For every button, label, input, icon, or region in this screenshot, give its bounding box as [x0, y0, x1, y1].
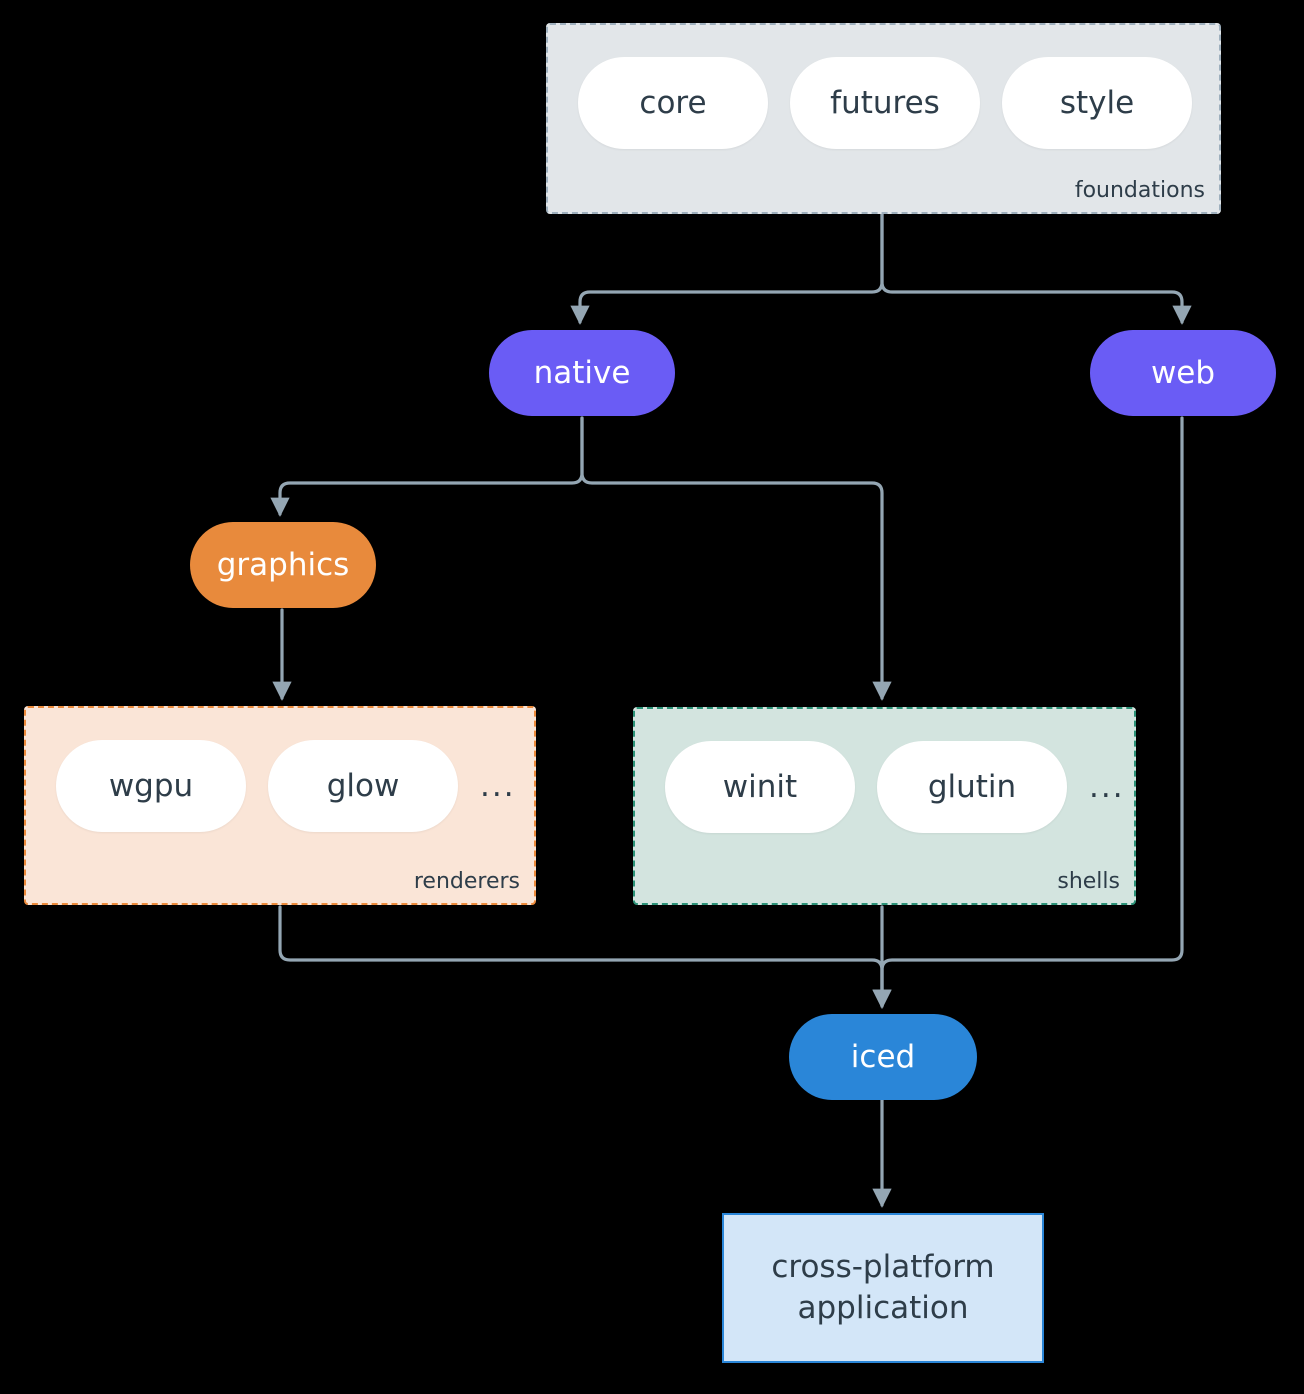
edge-foundations-web [880, 212, 1192, 325]
group-label-shells: shells [1057, 869, 1120, 894]
chip-style[interactable]: style [1002, 57, 1192, 149]
edge-foundations-native [570, 212, 884, 325]
chip-glow[interactable]: glow [268, 740, 458, 832]
edge-native-shells [580, 416, 892, 701]
group-label-renderers: renderers [413, 869, 520, 894]
chip-futures[interactable]: futures [790, 57, 980, 149]
shells-chip-row: winit glutin ... [635, 709, 1134, 833]
foundations-chip-row: core futures style [548, 25, 1219, 149]
group-shells: winit glutin ... shells [633, 707, 1136, 905]
chip-wgpu[interactable]: wgpu [56, 740, 246, 832]
edge-renderers-iced [278, 905, 892, 1009]
node-cross-platform-application[interactable]: cross-platform application [722, 1213, 1044, 1363]
node-graphics[interactable]: graphics [190, 522, 376, 608]
application-line-2: application [797, 1290, 969, 1326]
chip-core[interactable]: core [578, 57, 768, 149]
chip-winit[interactable]: winit [665, 741, 855, 833]
node-iced[interactable]: iced [789, 1014, 977, 1100]
node-native[interactable]: native [489, 330, 675, 416]
renderers-ellipsis: ... [480, 767, 516, 804]
shells-ellipsis: ... [1089, 768, 1125, 805]
chip-glutin[interactable]: glutin [877, 741, 1067, 833]
group-label-foundations: foundations [1074, 178, 1205, 203]
group-renderers: wgpu glow ... renderers [24, 706, 536, 905]
application-line-1: cross-platform [771, 1249, 995, 1286]
edge-native-graphics [270, 416, 584, 517]
group-foundations: core futures style foundations [546, 23, 1221, 214]
node-web[interactable]: web [1090, 330, 1276, 416]
renderers-chip-row: wgpu glow ... [26, 708, 534, 832]
